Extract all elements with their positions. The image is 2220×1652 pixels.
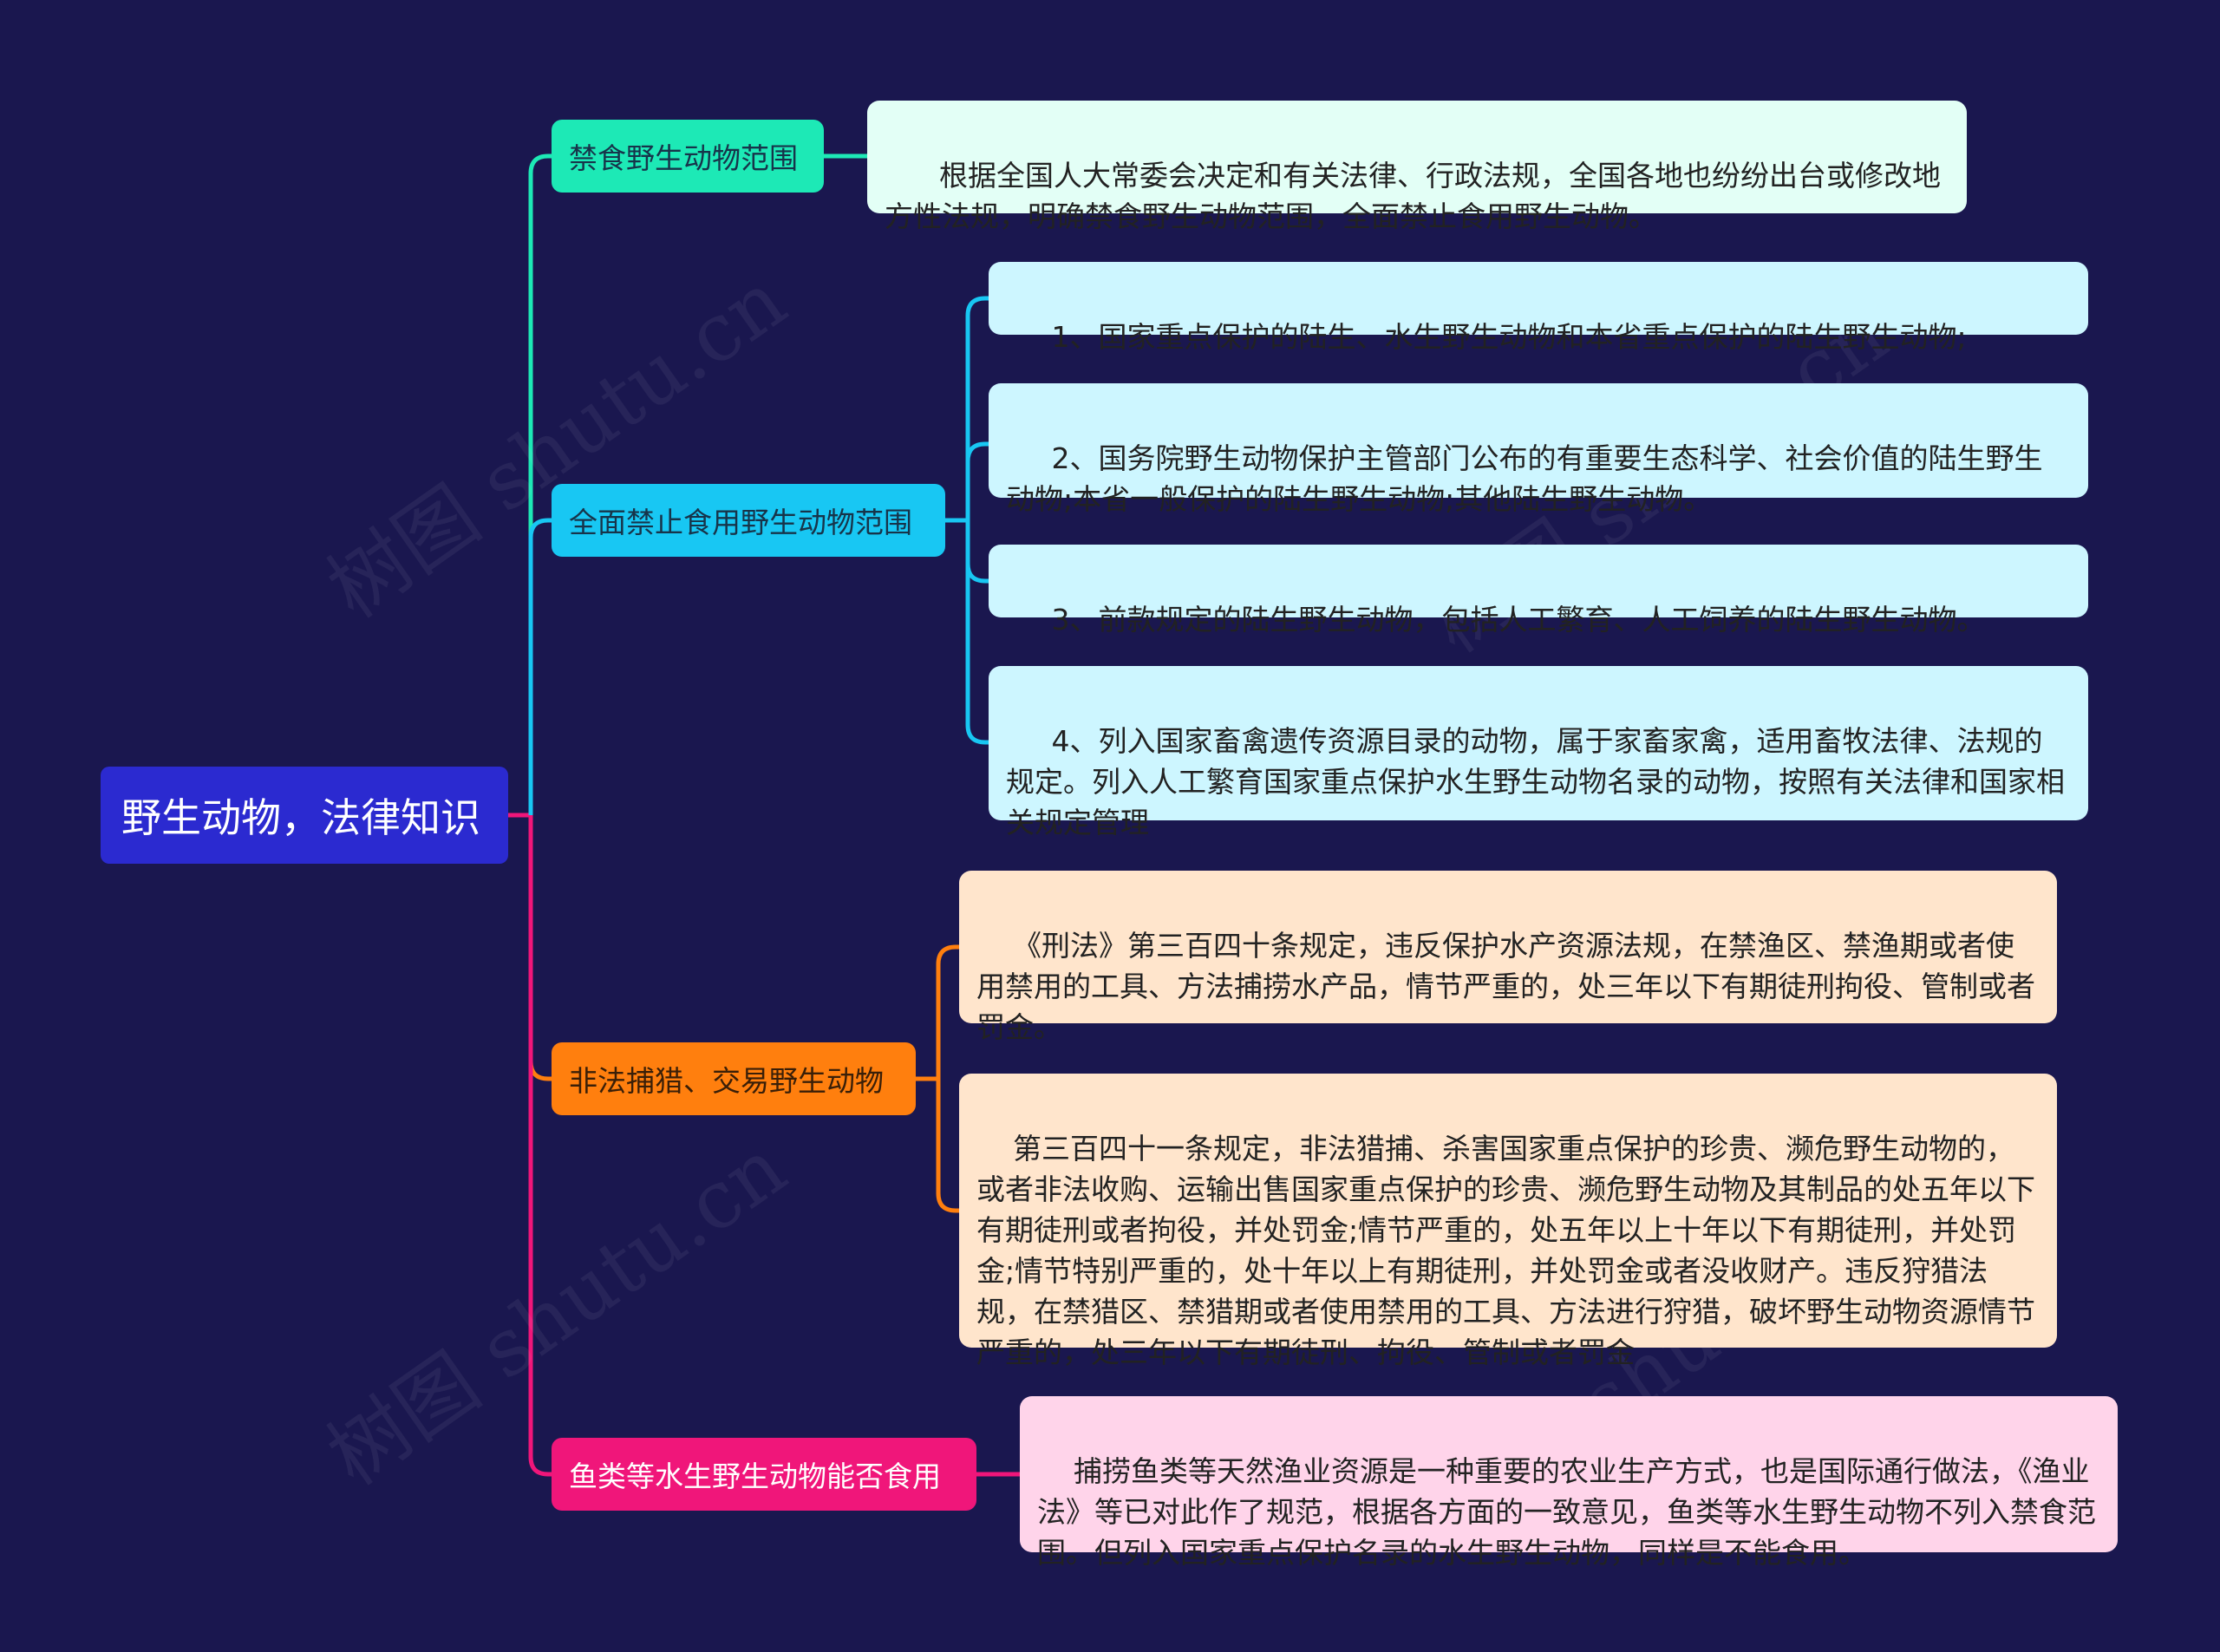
leaf-topic[interactable]: 2、国务院野生动物保护主管部门公布的有重要生态科学、社会价值的陆生野生动物;本省… (989, 383, 2088, 516)
root-topic[interactable]: 野生动物，法律知识 (101, 767, 508, 864)
branch-topic-label: 鱼类等水生野生动物能否食用 (569, 1459, 941, 1493)
root-topic-label: 野生动物，法律知识 (121, 794, 480, 841)
leaf-topic[interactable]: 1、国家重点保护的陆生、水生野生动物和本省重点保护的陆生野生动物; (989, 262, 2088, 354)
leaf-topic-text: 4、列入国家畜禽遗传资源目录的动物，属于家畜家禽，适用畜牧法律、法规的规定。列入… (1006, 724, 2065, 839)
leaf-topic[interactable]: 《刑法》第三百四十条规定，违反保护水产资源法规，在禁渔区、禁渔期或者使用禁用的工… (959, 871, 2057, 1044)
leaf-topic-text: 2、国务院野生动物保护主管部门公布的有重要生态科学、社会价值的陆生野生动物;本省… (1006, 441, 2043, 516)
leaf-topic[interactable]: 3、前款规定的陆生野生动物，包括人工繁育、人工饲养的陆生野生动物。 (989, 545, 2088, 637)
leaf-topic-text: 第三百四十一条规定，非法猎捕、杀害国家重点保护的珍贵、濒危野生动物的，或者非法收… (976, 1132, 2035, 1369)
branch-topic-label: 非法捕猎、交易野生动物 (569, 1064, 884, 1098)
leaf-topic[interactable]: 4、列入国家畜禽遗传资源目录的动物，属于家畜家禽，适用畜牧法律、法规的规定。列入… (989, 666, 2088, 839)
branch-topic[interactable]: 禁食野生动物范围 (552, 120, 824, 193)
branch-topic[interactable]: 鱼类等水生野生动物能否食用 (552, 1438, 976, 1511)
leaf-topic-text: 1、国家重点保护的陆生、水生野生动物和本省重点保护的陆生野生动物; (1041, 320, 1967, 354)
leaf-topic-text: 根据全国人大常委会决定和有关法律、行政法规，全国各地也纷纷出台或修改地方性法规，… (885, 159, 1941, 233)
leaf-topic-text: 《刑法》第三百四十条规定，违反保护水产资源法规，在禁渔区、禁渔期或者使用禁用的工… (976, 929, 2035, 1044)
leaf-topic[interactable]: 捕捞鱼类等天然渔业资源是一种重要的农业生产方式，也是国际通行做法，《渔业法》等已… (1020, 1396, 2118, 1570)
leaf-topic[interactable]: 第三百四十一条规定，非法猎捕、杀害国家重点保护的珍贵、濒危野生动物的，或者非法收… (959, 1074, 2057, 1369)
branch-topic[interactable]: 全面禁止食用野生动物范围 (552, 484, 945, 557)
leaf-topic[interactable]: 根据全国人大常委会决定和有关法律、行政法规，全国各地也纷纷出台或修改地方性法规，… (867, 101, 1967, 233)
watermark: 树图 shutu.cn (311, 253, 802, 637)
leaf-topic-text: 3、前款规定的陆生野生动物，包括人工繁育、人工饲养的陆生野生动物。 (1041, 603, 1986, 637)
branch-topic-label: 全面禁止食用野生动物范围 (569, 506, 912, 539)
branch-topic-label: 禁食野生动物范围 (569, 141, 798, 175)
branch-topic[interactable]: 非法捕猎、交易野生动物 (552, 1042, 916, 1115)
leaf-topic-text: 捕捞鱼类等天然渔业资源是一种重要的农业生产方式，也是国际通行做法，《渔业法》等已… (1037, 1454, 2096, 1570)
